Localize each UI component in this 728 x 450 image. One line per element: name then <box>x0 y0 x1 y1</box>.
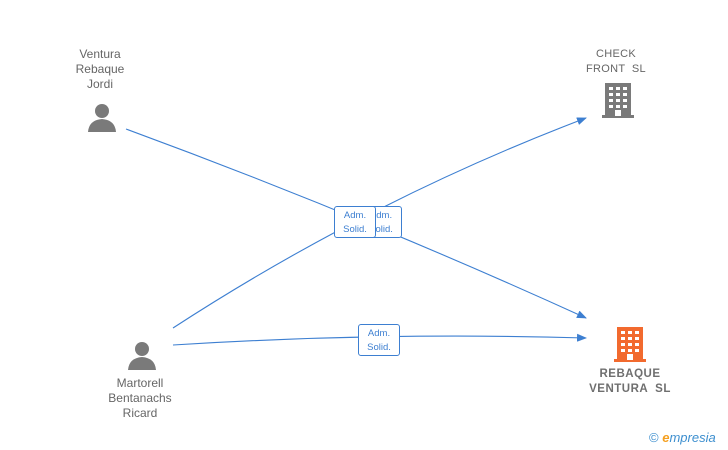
company-name-rebaque[interactable]: REBAQUE VENTURA SL <box>589 368 671 395</box>
building-icon-highlighted[interactable] <box>614 327 646 362</box>
brand-logo-text: mpresia <box>669 430 716 445</box>
copyright-symbol: © <box>649 430 659 445</box>
person-icon[interactable] <box>87 103 117 132</box>
building-icon[interactable] <box>602 83 634 118</box>
brand-watermark: © empresia <box>649 430 716 445</box>
brand-logo-initial: e <box>662 430 670 445</box>
person-name-martorell[interactable]: Martorell Bentanachs Ricard <box>108 376 172 420</box>
edge-role-badge[interactable]: Adm. Solid. <box>334 206 376 238</box>
person-icon[interactable] <box>127 341 157 370</box>
edge-role-badge[interactable]: Adm. Solid. <box>358 324 400 356</box>
company-name-checkfront[interactable]: CHECK FRONT SL <box>586 48 646 75</box>
person-name-ventura[interactable]: Ventura Rebaque Jordi <box>75 47 125 91</box>
